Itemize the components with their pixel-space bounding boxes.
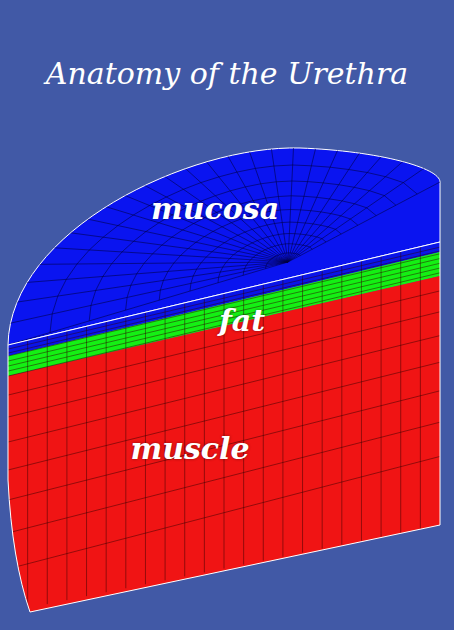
diagram-title: Anatomy of the Urethra xyxy=(0,56,454,91)
mesh-line xyxy=(0,262,288,341)
mesh-line xyxy=(381,256,382,537)
mesh-line xyxy=(0,262,288,370)
mesh-line xyxy=(288,114,295,262)
mesh-line xyxy=(0,244,454,351)
mesh-line xyxy=(5,224,288,262)
top-mesh xyxy=(0,114,454,370)
front-mesh xyxy=(0,244,454,608)
mesh-line xyxy=(361,261,362,541)
mesh-line xyxy=(0,248,454,355)
mesh-line xyxy=(0,255,454,363)
mesh-line xyxy=(288,120,381,262)
mesh-line xyxy=(0,387,454,502)
block-outline xyxy=(8,242,440,612)
mesh-line xyxy=(66,331,67,600)
layer-label: mucosa xyxy=(151,191,279,226)
mesh-line xyxy=(106,322,107,593)
mesh-line xyxy=(420,247,421,529)
mesh-line xyxy=(0,419,454,535)
mesh-line xyxy=(288,125,409,262)
mesh-line xyxy=(190,222,341,291)
mesh-line xyxy=(266,253,301,269)
layer-label: muscle xyxy=(130,431,249,466)
mesh-line xyxy=(52,190,288,262)
mesh-line xyxy=(47,336,48,604)
mesh-line xyxy=(282,279,283,556)
mesh-line xyxy=(0,260,454,368)
mesh-line xyxy=(0,269,454,378)
mesh-line xyxy=(0,262,288,289)
mesh-line xyxy=(125,317,126,588)
mesh-line xyxy=(288,115,324,262)
muscle-layer xyxy=(8,276,440,612)
mesh-line xyxy=(0,265,454,373)
mesh-line xyxy=(341,265,342,544)
layer-label: fat xyxy=(219,303,265,338)
mesh-line xyxy=(322,270,323,549)
mesh-line xyxy=(400,251,401,533)
mesh-line xyxy=(86,326,87,596)
mesh-line xyxy=(0,288,454,398)
mesh-line xyxy=(218,234,326,283)
mesh-line xyxy=(302,275,303,553)
mesh-line xyxy=(0,453,454,571)
mesh-line xyxy=(238,119,288,262)
mesh-line xyxy=(0,332,454,444)
mesh-line xyxy=(89,181,396,321)
mesh-line xyxy=(27,340,28,608)
mesh-line xyxy=(288,140,454,262)
mesh-line xyxy=(243,244,312,276)
mesh-line xyxy=(0,359,454,472)
mesh-line xyxy=(266,115,288,262)
